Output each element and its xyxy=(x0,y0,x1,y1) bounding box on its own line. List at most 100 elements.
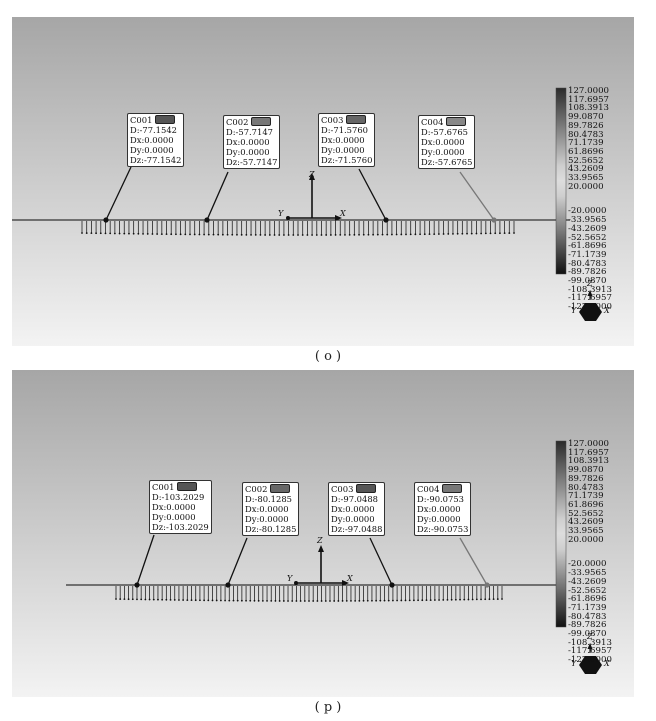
color-bar xyxy=(555,87,567,275)
callout-dx: Dx:0.0000 xyxy=(421,137,465,147)
displacement-node xyxy=(203,599,206,602)
triad-y-label: Y xyxy=(571,659,577,668)
legend-label: 33.9565 xyxy=(568,526,604,537)
displacement-node xyxy=(433,599,436,601)
displacement-node xyxy=(428,233,431,236)
point-c003 xyxy=(389,582,395,588)
displacement-node xyxy=(425,599,428,602)
displacement-node xyxy=(354,599,357,602)
displacement-node xyxy=(119,598,122,600)
displacement-node xyxy=(311,234,313,236)
leader-c003 xyxy=(369,537,393,586)
legend-label: -127.0000 xyxy=(568,655,612,666)
displacement-node xyxy=(250,233,252,236)
callout-id: C004 xyxy=(421,117,444,127)
displacement-node xyxy=(308,600,310,602)
axis-z-label: Z xyxy=(317,536,323,545)
displacement-node xyxy=(148,598,151,601)
callout-dx: Dx:0.0000 xyxy=(152,502,196,512)
displacement-node xyxy=(329,600,331,602)
displacement-node xyxy=(203,233,205,236)
displacement-node xyxy=(353,233,356,236)
displacement-node xyxy=(193,233,196,236)
callout-swatch xyxy=(442,484,463,493)
displacement-node xyxy=(362,599,365,602)
displacement-node xyxy=(278,234,281,236)
callout-id: C003 xyxy=(331,484,354,494)
viewport-panel-p: Z Y X Z Y X C001 D:-103.2029 Dx:0.0000 D… xyxy=(12,370,634,697)
displacement-node xyxy=(350,599,352,602)
axis-x-arrow xyxy=(342,580,349,586)
displacement-node xyxy=(345,600,348,602)
displacement-node xyxy=(489,232,492,235)
point-c001 xyxy=(134,582,140,588)
displacement-node xyxy=(297,234,299,236)
displacement-node xyxy=(306,234,309,236)
axis-z-arrow xyxy=(318,545,324,552)
callout-dx: Dx:0.0000 xyxy=(130,135,174,145)
displacement-ticks xyxy=(81,221,515,236)
displacement-node xyxy=(219,599,222,602)
displacement-ticks xyxy=(115,586,503,602)
displacement-node xyxy=(447,233,450,235)
displacement-node xyxy=(142,232,144,235)
displacement-node xyxy=(259,234,262,236)
displacement-node xyxy=(240,233,243,236)
displacement-node xyxy=(221,233,224,236)
displacement-node xyxy=(186,599,189,601)
callout-id: C001 xyxy=(152,482,175,492)
legend-label: -43.2609 xyxy=(568,223,607,234)
point-c002 xyxy=(225,582,231,588)
callout-c002: C002 D:-57.7147 Dx:0.0000 Dy:0.0000 Dz:-… xyxy=(223,115,281,169)
displacement-node xyxy=(452,232,454,235)
callout-swatch xyxy=(356,484,377,493)
leader-c003 xyxy=(358,168,387,221)
legend-label: -20.0000 xyxy=(568,559,607,570)
displacement-node xyxy=(217,233,220,236)
displacement-node xyxy=(292,234,295,236)
callout-d: D:-97.0488 xyxy=(331,494,378,504)
displacement-node xyxy=(254,234,257,236)
displacement-node xyxy=(456,232,459,235)
displacement-node xyxy=(358,599,361,602)
callout-dy: Dy:0.0000 xyxy=(226,147,270,157)
callout-swatch xyxy=(446,117,467,126)
displacement-node xyxy=(417,599,419,602)
callout-dz: Dz:-57.7147 xyxy=(226,157,278,167)
displacement-node xyxy=(207,599,210,602)
legend-label: 127.0000 xyxy=(568,86,610,96)
displacement-node xyxy=(165,598,168,601)
displacement-node xyxy=(423,233,426,236)
legend-label: 108.3913 xyxy=(568,103,610,114)
point-c002 xyxy=(204,217,210,223)
legend-label: -89.7826 xyxy=(568,620,607,631)
leader-c001 xyxy=(105,166,132,221)
displacement-node xyxy=(494,232,497,235)
displacement-node xyxy=(123,598,126,601)
displacement-node xyxy=(236,599,239,602)
callout-dx: Dx:0.0000 xyxy=(331,504,375,514)
displacement-node xyxy=(381,233,384,236)
displacement-node xyxy=(99,232,102,235)
axis-z-label: Z xyxy=(309,170,315,179)
legend-label: 89.7826 xyxy=(568,473,604,484)
displacement-node xyxy=(95,232,97,235)
callout-c003: C003 D:-97.0488 Dx:0.0000 Dy:0.0000 Dz:-… xyxy=(328,482,386,536)
displacement-node xyxy=(324,600,327,602)
callout-dy: Dy:0.0000 xyxy=(331,514,375,524)
displacement-node xyxy=(376,233,379,236)
displacement-node xyxy=(226,233,229,236)
displacement-node xyxy=(379,599,382,602)
displacement-node xyxy=(496,598,499,600)
axis-z-arrow xyxy=(309,173,315,180)
point-c003 xyxy=(383,217,389,223)
axis-x-arrow xyxy=(335,215,342,221)
callout-dy: Dy:0.0000 xyxy=(417,514,461,524)
displacement-node xyxy=(501,598,503,600)
legend-label: -61.8696 xyxy=(568,241,607,252)
displacement-node xyxy=(268,234,271,236)
displacement-node xyxy=(358,233,360,236)
callout-dy: Dy:0.0000 xyxy=(152,512,196,522)
displacement-node xyxy=(178,599,180,601)
